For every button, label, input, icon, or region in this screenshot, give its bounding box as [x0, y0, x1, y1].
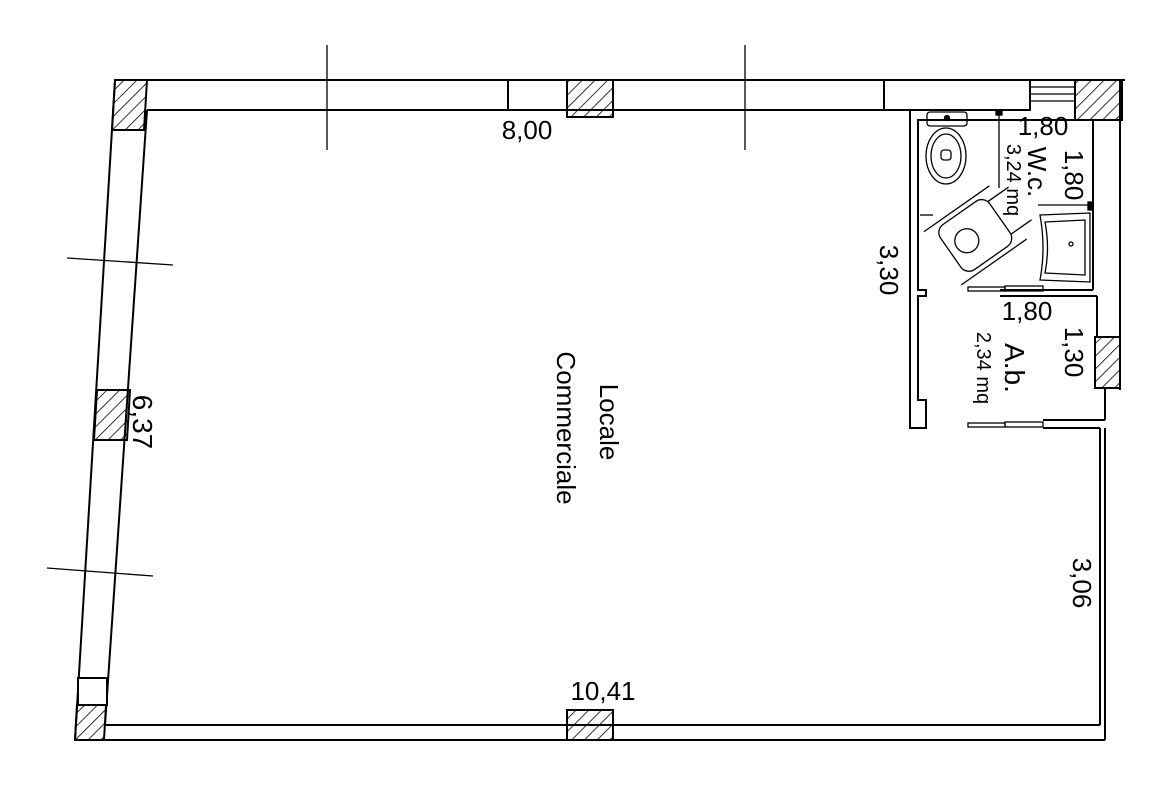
dim-right-wall: 3,06 — [1067, 558, 1097, 609]
ab-width: 1,80 — [1002, 296, 1053, 326]
structural-columns — [73, 79, 1123, 741]
room-label-line2: Commerciale — [551, 351, 581, 504]
ab-name: A.b. — [999, 343, 1030, 393]
dim-partition: 3,30 — [874, 245, 904, 296]
wc-name: W.c. — [1022, 147, 1052, 198]
room-label-line1: Locale — [594, 384, 624, 461]
wc-area: 3,24 mq — [1002, 144, 1024, 216]
window — [1030, 86, 1075, 102]
dim-top-wall: 8,00 — [502, 115, 553, 145]
doors — [967, 285, 1044, 428]
wc-width: 1,80 — [1018, 111, 1069, 141]
wc-depth: 1,80 — [1059, 150, 1089, 201]
wheelchair-icon — [923, 185, 1032, 286]
sink-icon — [1039, 212, 1091, 283]
ab-area: 2,34 mq — [972, 332, 994, 404]
dim-bottom-wall: 10,41 — [570, 676, 635, 706]
toilet-icon — [925, 111, 968, 185]
section-cut-lines — [46, 45, 746, 577]
grab-bar-icon — [920, 109, 1094, 216]
ab-depth: 1,30 — [1059, 327, 1089, 378]
dim-left-wall: 6,37 — [127, 395, 158, 450]
